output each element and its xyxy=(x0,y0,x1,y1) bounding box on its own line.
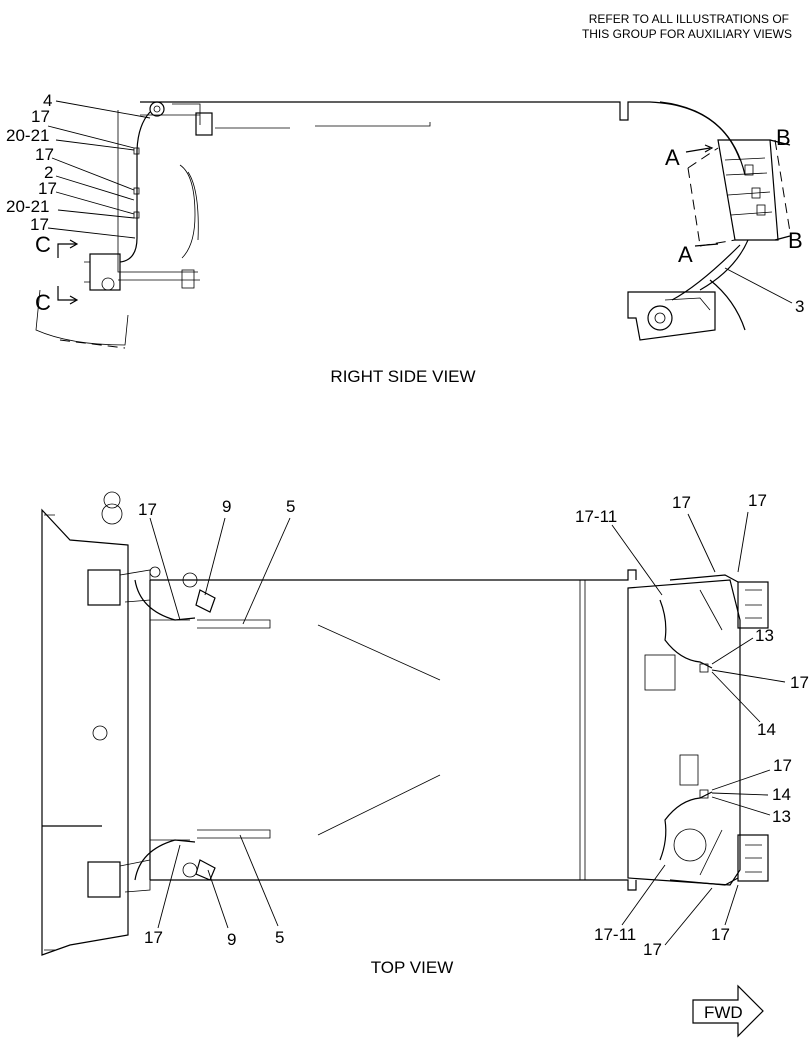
section-c-top: C xyxy=(35,232,51,257)
fwd-arrow: FWD xyxy=(692,984,764,1038)
callout-17: 17 xyxy=(31,107,50,126)
callout-17: 17 xyxy=(35,145,54,164)
section-b-bot-arrow xyxy=(774,235,791,241)
section-c-bottom-arrow xyxy=(57,286,76,301)
top-view-callouts: 17 9 5 17 9 5 17-11 17 17 13 17 14 17 14… xyxy=(138,491,809,959)
top-view-title: TOP VIEW xyxy=(371,958,454,977)
left-top-mount xyxy=(87,569,121,606)
callout-17: 17 xyxy=(30,215,49,234)
callout-17: 17 xyxy=(138,500,157,519)
section-markers: A B A B C C xyxy=(35,125,803,315)
section-a-top-arrow xyxy=(685,147,711,153)
callout-5: 5 xyxy=(286,497,295,516)
callout-17: 17 xyxy=(711,925,730,944)
section-b-top-arrow xyxy=(769,139,791,146)
callout-17: 17 xyxy=(790,673,809,692)
callout-17: 17 xyxy=(773,756,792,775)
callout-9: 9 xyxy=(222,497,231,516)
callout-17: 17 xyxy=(144,928,163,947)
callout-20-21: 20-21 xyxy=(6,197,49,216)
callout-17-11: 17-11 xyxy=(594,925,636,944)
top-view xyxy=(41,491,769,956)
note-line-1: REFER TO ALL ILLUSTRATIONS OF xyxy=(589,12,789,26)
callout-17: 17 xyxy=(672,493,691,512)
callout-5: 5 xyxy=(275,928,284,947)
section-b-top: B xyxy=(776,125,791,150)
callout-14: 14 xyxy=(757,720,776,739)
callout-2: 2 xyxy=(44,163,53,182)
section-c-bottom: C xyxy=(35,290,51,315)
left-bottom-mount xyxy=(87,861,121,898)
callout-3: 3 xyxy=(795,297,804,316)
callout-14: 14 xyxy=(772,785,791,804)
right-side-view-title: RIGHT SIDE VIEW xyxy=(330,367,475,386)
section-a-bot-arrow xyxy=(694,243,719,247)
callout-9: 9 xyxy=(227,930,236,949)
right-bottom-module xyxy=(737,834,769,882)
callout-13: 13 xyxy=(755,626,774,645)
callout-4: 4 xyxy=(43,91,52,110)
callout-17: 17 xyxy=(748,491,767,510)
fwd-label: FWD xyxy=(704,1003,743,1022)
note-line-2: THIS GROUP FOR AUXILIARY VIEWS xyxy=(582,27,792,41)
right-side-view xyxy=(35,101,791,349)
callout-17: 17 xyxy=(38,179,57,198)
callout-17-11: 17-11 xyxy=(575,507,617,526)
section-b-bottom: B xyxy=(788,228,803,253)
right-top-module xyxy=(737,581,769,629)
section-a-bottom: A xyxy=(678,242,693,267)
section-c-top-arrow xyxy=(57,243,76,258)
callout-20-21: 20-21 xyxy=(6,126,49,145)
callout-13: 13 xyxy=(772,807,791,826)
fwd-arrow-icon xyxy=(692,984,764,1038)
callout-17: 17 xyxy=(643,940,662,959)
section-a-top: A xyxy=(665,145,680,170)
right-side-callouts: 4 17 20-21 17 2 17 20-21 17 3 xyxy=(6,91,804,316)
